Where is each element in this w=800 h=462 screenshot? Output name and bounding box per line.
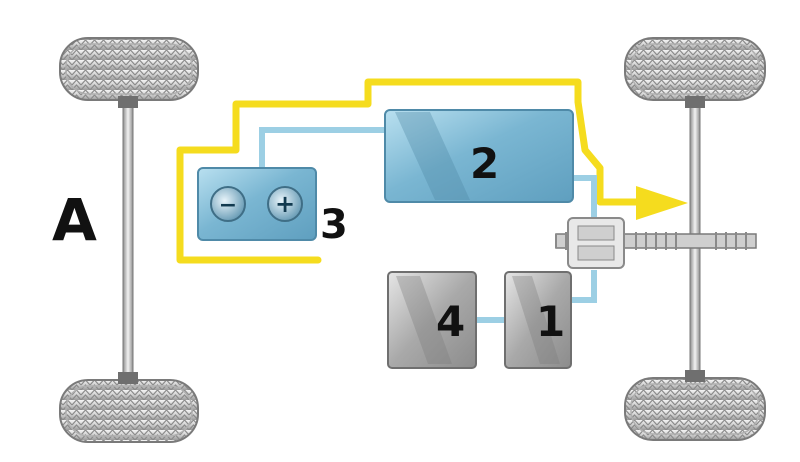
battery-positive-sign: + bbox=[275, 190, 295, 218]
front-right-tire bbox=[59, 379, 199, 443]
component-3-battery: − + 3 bbox=[197, 167, 348, 248]
front-hub-bottom bbox=[118, 372, 138, 384]
connector-pipes bbox=[259, 127, 597, 323]
component-1-label: 1 bbox=[536, 297, 565, 346]
label-a: A bbox=[52, 186, 97, 254]
component-2-label: 2 bbox=[470, 139, 499, 188]
rear-hub-top bbox=[685, 96, 705, 108]
rear-hub-bottom bbox=[685, 370, 705, 382]
battery-negative-terminal bbox=[210, 186, 246, 222]
rear-left-tire bbox=[624, 37, 766, 101]
battery-positive-terminal bbox=[267, 186, 303, 222]
component-4-label: 4 bbox=[436, 297, 465, 346]
component-1: 1 bbox=[504, 271, 572, 369]
component-4: 4 bbox=[387, 271, 477, 369]
energy-flow-arrow bbox=[176, 78, 688, 264]
front-hub-top bbox=[118, 96, 138, 108]
rear-right-tire bbox=[624, 377, 766, 441]
front-axle bbox=[122, 74, 134, 406]
transmission-gear bbox=[555, 217, 757, 269]
component-2: 2 bbox=[384, 109, 574, 203]
battery-negative-sign: − bbox=[219, 193, 237, 218]
component-3-label: 3 bbox=[320, 202, 348, 248]
front-left-tire bbox=[59, 37, 199, 101]
